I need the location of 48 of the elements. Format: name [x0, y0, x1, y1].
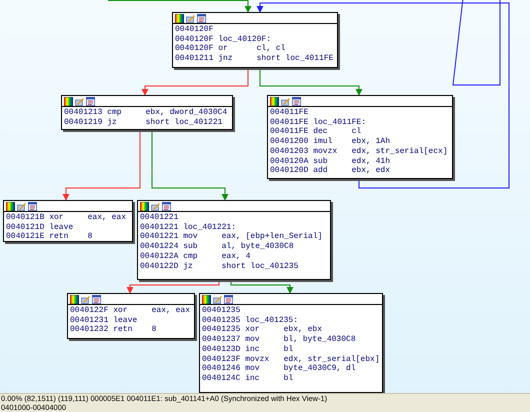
code-line: 00401235 loc_401235:: [202, 316, 300, 325]
code-line: 0040123D inc bl: [202, 344, 294, 355]
code-block: [3, 200, 133, 242]
code-line: 00401231 leave: [70, 316, 138, 326]
code-line: 0040122F xor eax, eax: [70, 306, 192, 316]
code-line: 00401237 mov bl, byte_4030C8: [202, 335, 357, 345]
code-line: 00401221 loc_401221:: [140, 222, 238, 232]
arrow: [260, 68, 362, 96]
code-line: 0040120F loc_40120F:: [175, 34, 272, 44]
code-line: 00401221 mov eax, [ebp+len_Serial]: [140, 232, 324, 242]
code-line: 00401221: [140, 213, 180, 223]
code-line: 0040121D leave: [6, 222, 74, 232]
code-line: 0040124C inc bl: [202, 374, 294, 384]
code-block: [61, 95, 233, 130]
arrow: [62, 130, 140, 201]
code-line: 00401200 imul ebx, 1Ah: [270, 137, 392, 147]
code-line: 00401224 sub al, byte_4030C8: [140, 242, 295, 252]
code-line: 004011FE dec cl: [270, 127, 362, 137]
code-block: [172, 12, 338, 68]
code-line: 00401213 cmp ebx, dword_4030C4: [64, 108, 228, 118]
arrow: [256, 2, 510, 188]
code-line: 0040120D add ebx, edx: [270, 166, 392, 176]
arrow: [142, 68, 248, 96]
arrow: [126, 280, 220, 294]
arrow: [152, 130, 228, 201]
code-line: 0040121E retn 8: [6, 232, 94, 242]
code-line: 00401203 movzx edx, str_serial[ecx]: [270, 146, 449, 157]
code-line: 00401235 xor ebx, ebx: [202, 325, 324, 335]
code-line: 00401232 retn 8: [70, 325, 158, 336]
code-line: 0040120A sub edx, 41h: [270, 156, 392, 166]
code-block: [137, 200, 331, 280]
code-line: 00401211 jnz short loc_4011FE: [175, 54, 334, 64]
code-line: 0040123F movzx edx, str_serial[ebx]: [202, 354, 380, 364]
code-line: 0040120F or cl, cl: [175, 44, 286, 54]
code-line: 004011FE loc_4011FE:: [270, 118, 368, 127]
code-block: [199, 293, 383, 393]
code-line: 00401235: [202, 306, 242, 316]
code-line: 004011FE: [270, 108, 310, 118]
code-line: 0040122A cmp eax, 4: [140, 252, 252, 262]
arrow: [108, 0, 252, 13]
code-line: 0040121B xor eax, eax: [6, 213, 128, 223]
code-block: [67, 293, 195, 339]
code-line: 00401246 mov byte_4030C9, dl: [202, 364, 357, 374]
code-line: 0040120F: [175, 25, 214, 35]
code-line: 00401219 jz short loc_401221: [64, 118, 224, 128]
code-line: 0040122D jz short loc_401235: [140, 262, 300, 272]
arrow: [230, 280, 294, 294]
code-block: [267, 95, 453, 179]
